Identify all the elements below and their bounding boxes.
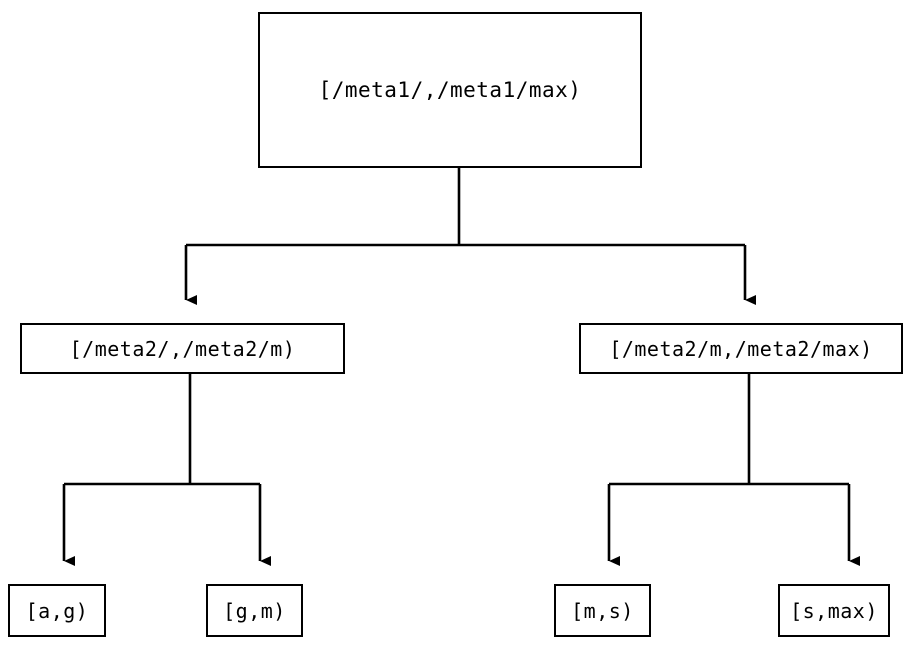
tree-node-leaf-s-max-label: [s,max) xyxy=(790,598,878,623)
tree-node-mid-right-label: [/meta2/m,/meta2/max) xyxy=(609,336,873,361)
tree-node-root-label: [/meta1/,/meta1/max) xyxy=(318,77,582,102)
tree-node-leaf-a-g: [a,g) xyxy=(8,584,106,637)
tree-node-root: [/meta1/,/meta1/max) xyxy=(258,12,642,168)
tree-node-leaf-m-s-label: [m,s) xyxy=(571,598,634,623)
edge-midleft-to-leaves xyxy=(62,374,271,566)
tree-node-leaf-m-s: [m,s) xyxy=(554,584,651,637)
tree-node-mid-left-label: [/meta2/,/meta2/m) xyxy=(69,336,296,361)
edge-midright-to-leaves xyxy=(607,374,860,566)
tree-node-leaf-g-m: [g,m) xyxy=(206,584,303,637)
tree-node-mid-right: [/meta2/m,/meta2/max) xyxy=(579,323,903,374)
tree-node-leaf-g-m-label: [g,m) xyxy=(223,598,286,623)
tree-node-mid-left: [/meta2/,/meta2/m) xyxy=(20,323,345,374)
tree-node-leaf-s-max: [s,max) xyxy=(778,584,890,637)
edge-root-to-mid-level xyxy=(184,168,756,305)
tree-node-leaf-a-g-label: [a,g) xyxy=(25,598,89,623)
